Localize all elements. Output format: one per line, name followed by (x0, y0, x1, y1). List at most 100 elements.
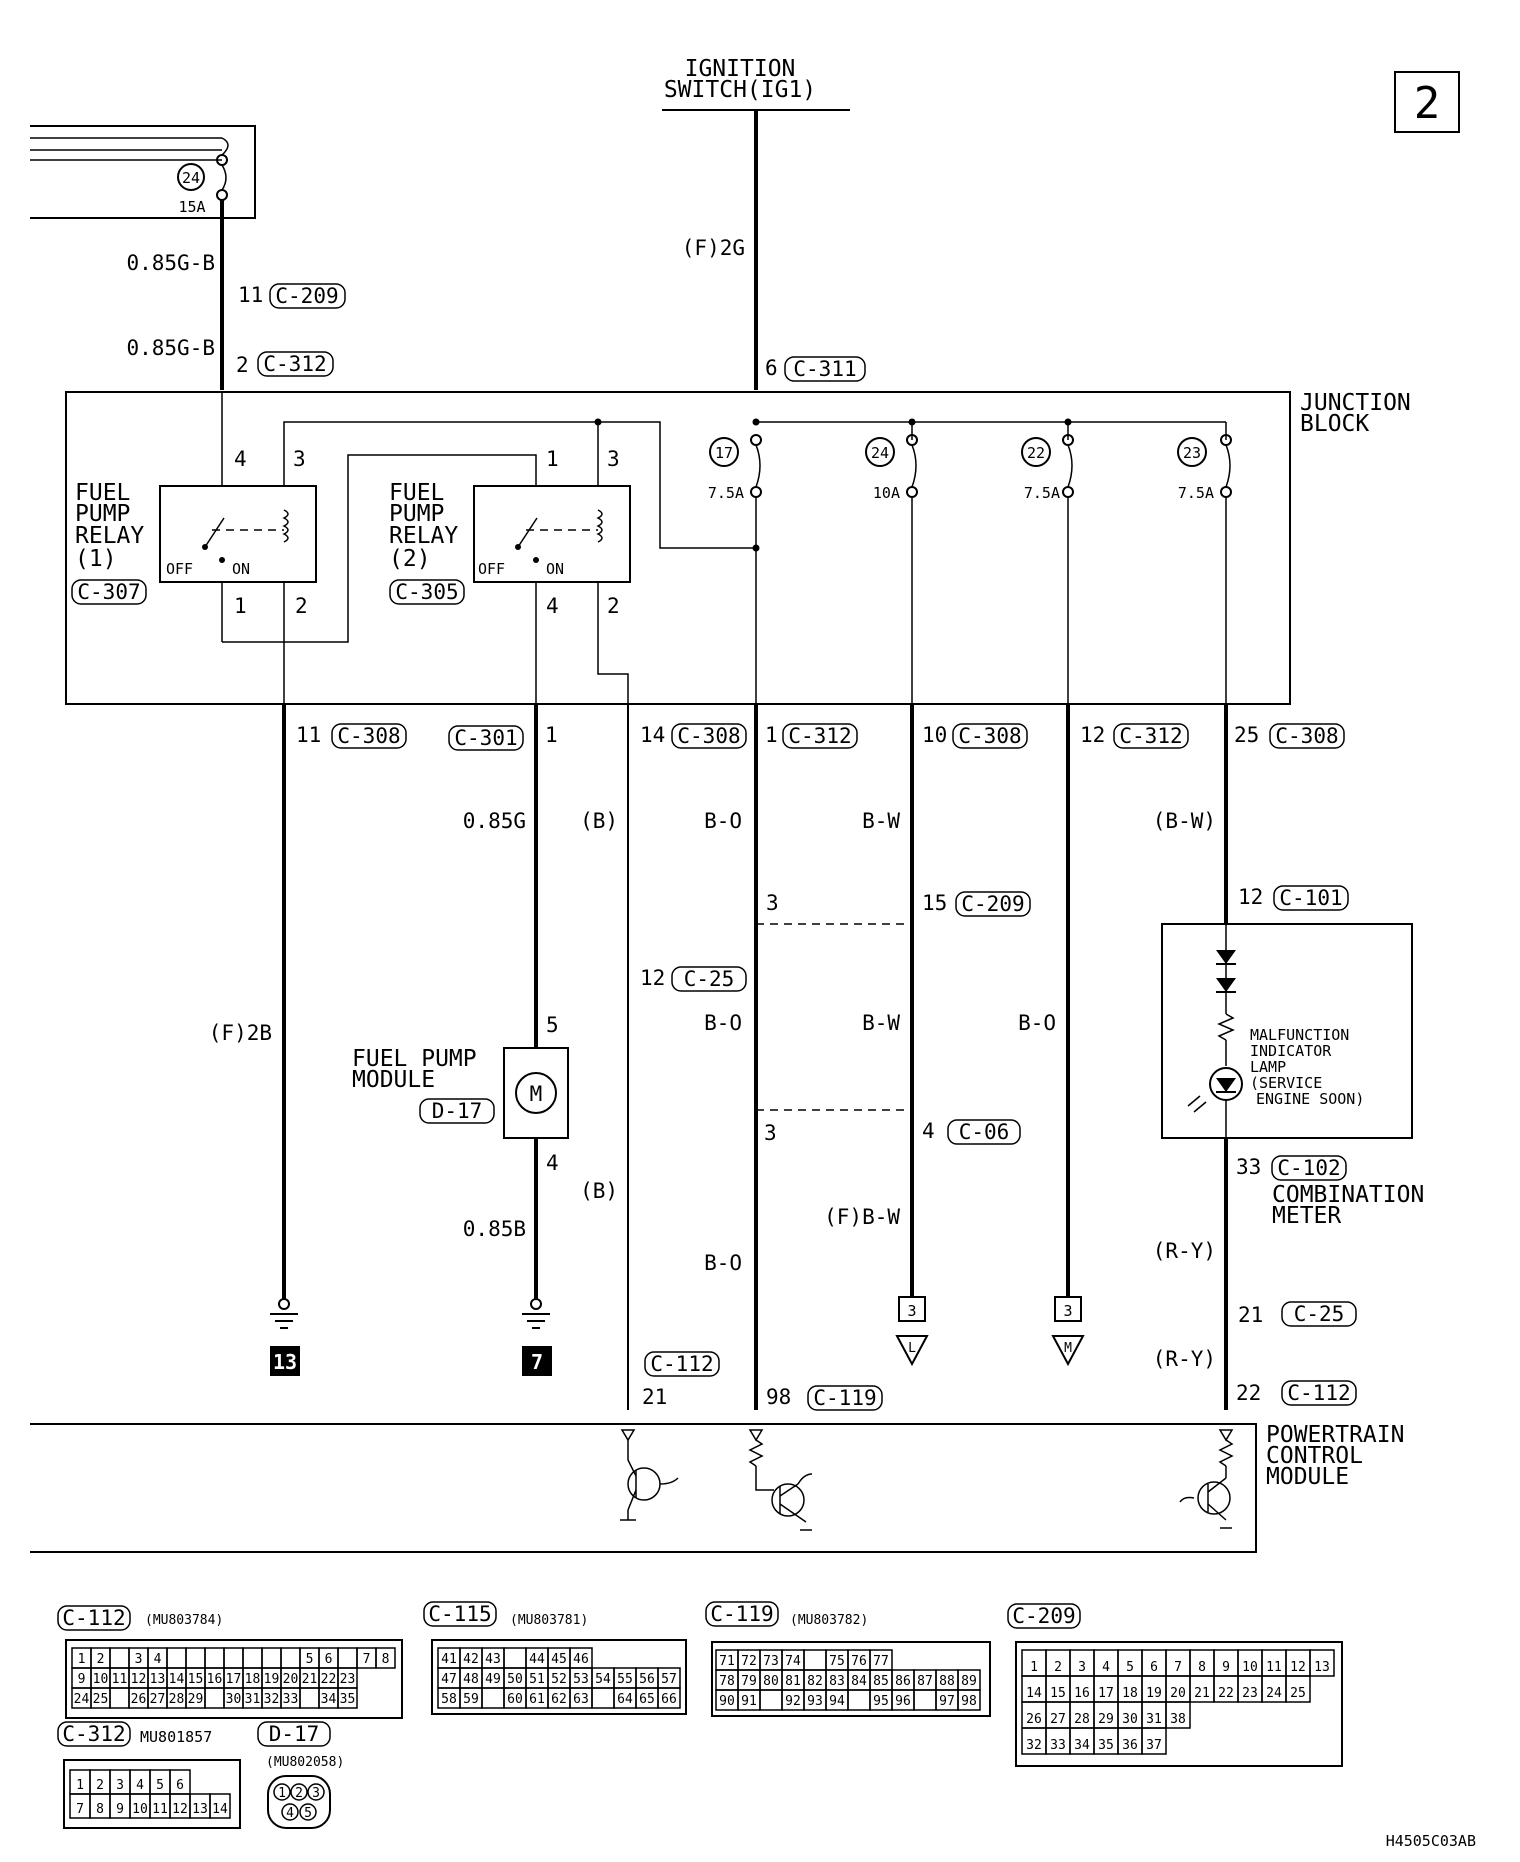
connector-cell (1309, 1649, 1335, 1677)
connector-pin: 59 (463, 1692, 479, 1707)
connector-cell (109, 1647, 130, 1669)
connector-pin: 22 (321, 1672, 337, 1687)
relay2-pin-4: 4 (546, 594, 559, 618)
connector-pin: 8 (1198, 1660, 1206, 1675)
connector-pin: 29 (188, 1692, 204, 1707)
fuel-pump-label-2: MODULE (352, 1067, 435, 1093)
connector-pin: 33 (1050, 1738, 1066, 1753)
connector-pin: 47 (441, 1672, 457, 1687)
connector-pin: 38 (1170, 1712, 1186, 1727)
mil-label-2: INDICATOR (1250, 1042, 1332, 1060)
connector-pin: 23 (340, 1672, 356, 1687)
mil-label-1: MALFUNCTION (1250, 1026, 1349, 1044)
connector-pin: 21 (1194, 1686, 1210, 1701)
mil-label-3: LAMP (1250, 1058, 1286, 1076)
top-fuse-num: 24 (182, 169, 200, 187)
jb-label-2: BLOCK (1300, 411, 1369, 437)
connector-pin: 60 (507, 1692, 523, 1707)
wire-label-bw1: B-W (862, 809, 900, 833)
connector-pin: 20 (1170, 1686, 1186, 1701)
c115-part: (MU803781) (510, 1613, 588, 1628)
ignition-pin: 6 (765, 356, 778, 380)
connector-pin: 33 (283, 1692, 299, 1707)
meter-pin-22: 22 (1236, 1381, 1261, 1405)
ignition-connector: C-311 (793, 357, 856, 381)
meter-conn-c102: C-102 (1277, 1156, 1340, 1180)
pcm-label-3: MODULE (1266, 1464, 1349, 1490)
jb-fuse-22: 22 7.5A (1021, 434, 1074, 502)
splice-conn-c209: C-209 (961, 892, 1024, 916)
d17-pin: 4 (286, 1806, 294, 1821)
connector-pin: 76 (851, 1654, 867, 1669)
pcm-pin-21: 21 (642, 1385, 667, 1409)
connector-pin: 51 (529, 1672, 545, 1687)
connector-pin: 25 (1290, 1686, 1306, 1701)
jb-out-conn-c312: C-312 (788, 724, 851, 748)
jb-out-pin-10: 10 (922, 723, 947, 747)
connector-pin: 58 (441, 1692, 457, 1707)
d17-pin-circle (281, 1803, 299, 1821)
wire-label-bo2: B-O (704, 1011, 742, 1035)
connector-pin: 86 (895, 1674, 911, 1689)
connector-pin: 95 (873, 1694, 889, 1709)
relay2-connector: C-305 (395, 580, 458, 604)
wire-label-bo3: B-O (1018, 1011, 1056, 1035)
svg-text:3: 3 (1063, 1302, 1072, 1320)
connector-pin: 13 (1314, 1660, 1330, 1675)
connector-pin: 48 (463, 1672, 479, 1687)
connector-pin: 42 (463, 1652, 479, 1667)
connector-pin: 13 (150, 1672, 166, 1687)
svg-text:24: 24 (871, 444, 889, 462)
d17-diagram (267, 1775, 331, 1829)
relay1-pin-1: 1 (234, 594, 247, 618)
connector-cell (209, 1793, 231, 1819)
top-fuse-rating: 15A (178, 198, 205, 216)
connector-pin: 15 (1050, 1686, 1066, 1701)
svg-text:17: 17 (715, 444, 733, 462)
jb-out-conn-c312b: C-312 (1119, 724, 1182, 748)
connector-pin: 43 (485, 1652, 501, 1667)
connector-cell (657, 1687, 681, 1709)
mil-label-4: (SERVICE (1250, 1074, 1322, 1092)
fuel-pump-motor-label: M (530, 1082, 543, 1106)
connector-pin: 2 (96, 1778, 104, 1793)
connector-cell (847, 1689, 871, 1711)
connector-pin: 11 (1266, 1660, 1282, 1675)
connector-pin: 28 (169, 1692, 185, 1707)
c115-diagram (431, 1639, 687, 1715)
relay2-label-3: RELAY (389, 523, 458, 549)
relay1-off: OFF (166, 560, 193, 578)
splice-pin-15: 15 (922, 891, 947, 915)
connector-pin: 10 (132, 1802, 148, 1817)
fuel-pump-pin-5: 5 (546, 1013, 559, 1037)
connector-cell (223, 1647, 244, 1669)
wire-label-085g: 0.85G (463, 809, 526, 833)
meter-conn-c112: C-112 (1287, 1381, 1350, 1405)
connector-pin: 90 (719, 1694, 735, 1709)
connector-pin: 16 (1074, 1686, 1090, 1701)
connector-pin: 72 (741, 1654, 757, 1669)
connector-cell (957, 1689, 981, 1711)
connector-pin: 66 (661, 1692, 677, 1707)
d17-pin: 1 (278, 1786, 286, 1801)
connector-pin: 6 (176, 1778, 184, 1793)
connector-pin: 14 (169, 1672, 185, 1687)
connector-pin: 1 (1030, 1660, 1038, 1675)
page-number: 2 (1414, 78, 1441, 129)
connector-cell (261, 1647, 282, 1669)
connector-pin: 64 (617, 1692, 633, 1707)
connector-pin: 5 (306, 1652, 314, 1667)
jb-out-pin-12: 12 (1080, 723, 1105, 747)
connector-pin: 19 (264, 1672, 280, 1687)
splice-conn-c25: C-25 (684, 967, 735, 991)
splice-pin-3a: 3 (766, 891, 779, 915)
connector-pin: 75 (829, 1654, 845, 1669)
connector-pin: 25 (93, 1692, 109, 1707)
connector-pin: 82 (807, 1674, 823, 1689)
connector-pin: 29 (1098, 1712, 1114, 1727)
fuel-pump-pin-4: 4 (546, 1151, 559, 1175)
